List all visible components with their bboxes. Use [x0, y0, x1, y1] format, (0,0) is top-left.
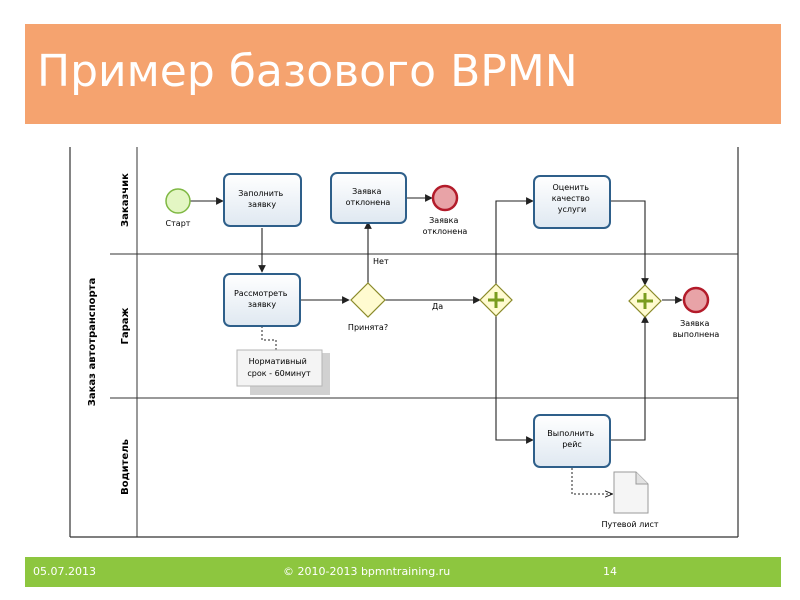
end-done-line1: Заявка [680, 319, 709, 328]
svg-text:Нормативный срок - 60мин: Нормативный срок - 60минут [247, 357, 311, 378]
lane-label-garage: Гараж [120, 307, 131, 344]
flow-evaluate-to-join [610, 200, 649, 286]
flow-label-yes: Да [432, 302, 443, 311]
assoc-annotation [261, 326, 277, 350]
end-rejected-line1: Заявка [429, 216, 458, 225]
task-evaluate-quality: Оценить качество услуги [533, 175, 611, 229]
sequence-flows [190, 194, 683, 444]
gateway-accepted: Принята? [348, 282, 388, 332]
task-trip-line2: рейс [562, 440, 582, 449]
svg-text:Выполнить рейс: Выполнить рейс [547, 429, 596, 449]
parallel-gateway-split [479, 283, 513, 317]
task-fill-line1: Заполнить [238, 189, 283, 198]
lane-label-driver: Водитель [120, 439, 131, 495]
slide-title: Пример базового BPMN [37, 46, 578, 97]
svg-text:Рассмотреть заявку: Рассмотреть заявку [234, 289, 290, 309]
title-bar: Пример базового BPMN [25, 24, 781, 124]
gateway-accepted-label: Принята? [348, 323, 388, 332]
svg-text:Заполнить заявку: Заполнить заявку [238, 189, 286, 209]
flow-split-to-evaluate [495, 197, 534, 284]
parallel-gateway-join [628, 284, 662, 318]
task-review-line2: заявку [248, 300, 277, 309]
footer-page-number: 14 [603, 565, 617, 578]
task-fill-request: Заполнить заявку [223, 173, 302, 227]
pool: Заказ автотранспорта Заказчик Гараж Води… [69, 147, 739, 538]
footer-bar: 05.07.2013 © 2010-2013 bpmntraining.ru 1… [25, 557, 781, 587]
flow-label-no: Нет [373, 257, 389, 266]
start-event: Старт [165, 188, 191, 228]
pool-label: Заказ автотранспорта [87, 278, 98, 406]
footer-copyright: © 2010-2013 bpmntraining.ru [283, 565, 451, 578]
task-fill-line2: заявку [248, 200, 277, 209]
lane-label-customer: Заказчик [120, 173, 131, 227]
svg-text:Оценить качество у: Оценить качество услуги [552, 183, 593, 214]
task-review-request: Рассмотреть заявку [223, 273, 301, 327]
annotation-line2: срок - 60минут [247, 369, 311, 378]
data-object-waybill: Путевой лист [601, 471, 659, 529]
end-event-rejected: Заявка отклонена [423, 184, 468, 236]
associations [261, 326, 612, 494]
svg-text:Заявка выполнена: Заявка выполнена [673, 319, 720, 339]
end-done-line2: выполнена [673, 330, 720, 339]
svg-text:Заявка отклонена: Заявка отклонена [423, 216, 468, 236]
task-rejected-line1: Заявка [352, 187, 381, 196]
task-rejected-line2: отклонена [346, 198, 391, 207]
task-request-rejected: Заявка отклонена [330, 172, 407, 224]
flow-trip-to-join [610, 315, 649, 441]
task-evaluate-line3: услуги [558, 205, 586, 214]
end-event-done: Заявка выполнена [673, 286, 720, 339]
start-event-label: Старт [166, 219, 191, 228]
annotation-line1: Нормативный [249, 357, 307, 366]
annotation-norm: Нормативный срок - 60минут [236, 349, 330, 395]
task-review-line1: Рассмотреть [234, 289, 288, 298]
assoc-trip-to-waybill [571, 468, 612, 494]
task-trip-line1: Выполнить [547, 429, 594, 438]
task-make-trip: Выполнить рейс [533, 414, 611, 468]
svg-text:Заявка отклонена: Заявка отклонена [346, 187, 391, 207]
task-evaluate-line1: Оценить [552, 183, 589, 192]
flow-split-to-trip [495, 316, 534, 444]
end-rejected-line2: отклонена [423, 227, 468, 236]
task-evaluate-line2: качество [552, 194, 590, 203]
footer-date: 05.07.2013 [33, 565, 96, 578]
data-object-label: Путевой лист [601, 520, 658, 529]
